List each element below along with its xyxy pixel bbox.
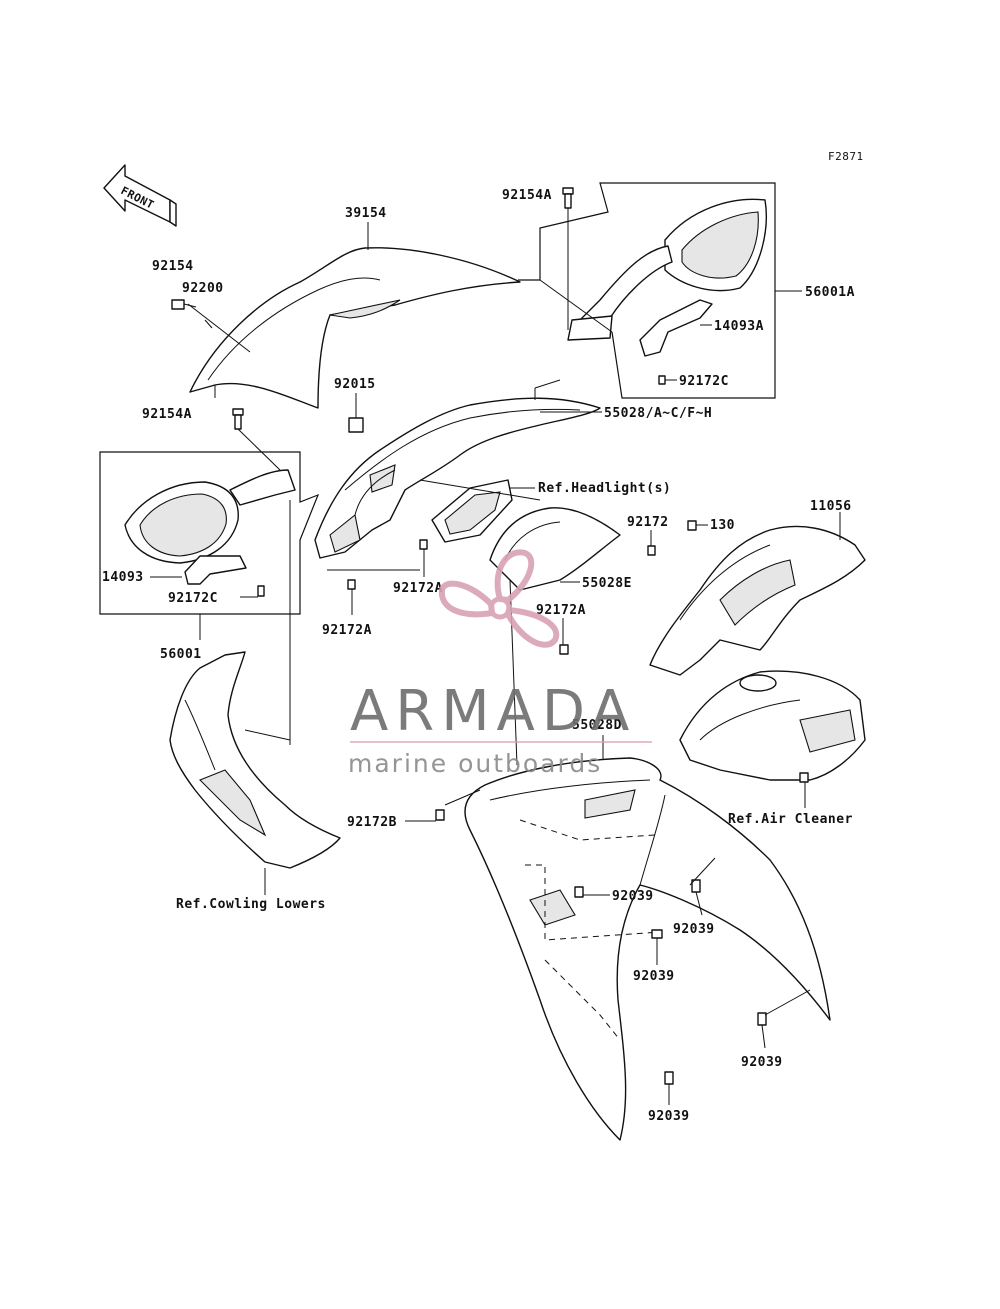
armada-watermark: ARMADA marine outboards (348, 549, 652, 778)
clip-92039-1 (574, 886, 584, 898)
clip-92039-5 (664, 1071, 674, 1085)
label-56001: 56001 (160, 647, 202, 662)
figure-code: F2871 (828, 150, 864, 163)
screw-92172C-left (257, 585, 265, 597)
label-ref-air-cleaner: Ref.Air Cleaner (728, 812, 853, 827)
label-92172B: 92172B (347, 815, 397, 830)
label-11056: 11056 (810, 499, 852, 514)
inner-panel-55028 (314, 397, 601, 559)
label-14093A: 14093A (714, 319, 764, 334)
watermark-subtitle: marine outboards (348, 749, 602, 778)
screw-92172 (647, 545, 656, 556)
screw-92172A-3 (559, 644, 569, 655)
bracket-14093 (184, 555, 247, 585)
grommet-92015 (348, 417, 364, 433)
label-55028D: 55028D (572, 718, 622, 733)
label-92172C-top: 92172C (679, 374, 729, 389)
clip-92039-4 (757, 1012, 767, 1026)
label-92154: 92154 (152, 259, 194, 274)
label-92172A-1: 92172A (393, 581, 443, 596)
screw-92172A-2 (347, 579, 356, 590)
propeller-logo-icon (438, 549, 560, 648)
label-39154: 39154 (345, 206, 387, 221)
front-arrow-icon: FRONT (103, 164, 177, 227)
mirror-56001 (124, 469, 296, 564)
label-92172A-2: 92172A (322, 623, 372, 638)
bolt-92154A-left (232, 408, 244, 430)
mirror-box-right (518, 182, 776, 399)
bracket-14093A (639, 299, 713, 357)
label-56001A: 56001A (805, 285, 855, 300)
mirror-box-left (99, 451, 320, 615)
lower-panel-55028D (464, 757, 831, 1141)
screw-92172A-1 (419, 539, 428, 550)
bolt-92172-130 (687, 520, 697, 531)
label-92039-5: 92039 (648, 1109, 690, 1124)
mirror-56001A (567, 198, 767, 341)
label-55028: 55028/A~C/F~H (604, 406, 712, 421)
air-cleaner-grommet (799, 772, 809, 783)
watermark-title: ARMADA (350, 679, 636, 744)
bolt-92154A-top (562, 187, 574, 209)
upper-cowl-39154 (189, 247, 521, 409)
label-92039-2: 92039 (673, 922, 715, 937)
screw-92172B (435, 809, 445, 821)
label-14093: 14093 (102, 570, 144, 585)
screw-92172C-top (658, 375, 666, 385)
side-cowl-panel (169, 651, 341, 869)
label-92200: 92200 (182, 281, 224, 296)
label-92154A-left: 92154A (142, 407, 192, 422)
label-92172A-3: 92172A (536, 603, 586, 618)
label-92015: 92015 (334, 377, 376, 392)
label-92154A-top: 92154A (502, 188, 552, 203)
headlight-ref (431, 479, 513, 543)
label-92172: 92172 (627, 515, 669, 530)
label-55028E: 55028E (582, 576, 632, 591)
label-92039-3: 92039 (633, 969, 675, 984)
label-92039-1: 92039 (612, 889, 654, 904)
air-cleaner-ref (679, 670, 866, 781)
label-92039-4: 92039 (741, 1055, 783, 1070)
label-ref-headlight: Ref.Headlight(s) (538, 481, 671, 496)
frame-bracket-11056 (649, 525, 866, 676)
label-92172C-left: 92172C (168, 591, 218, 606)
label-130: 130 (710, 518, 735, 533)
label-ref-cowling-lowers: Ref.Cowling Lowers (176, 897, 326, 912)
clip-92039-3 (651, 929, 663, 939)
